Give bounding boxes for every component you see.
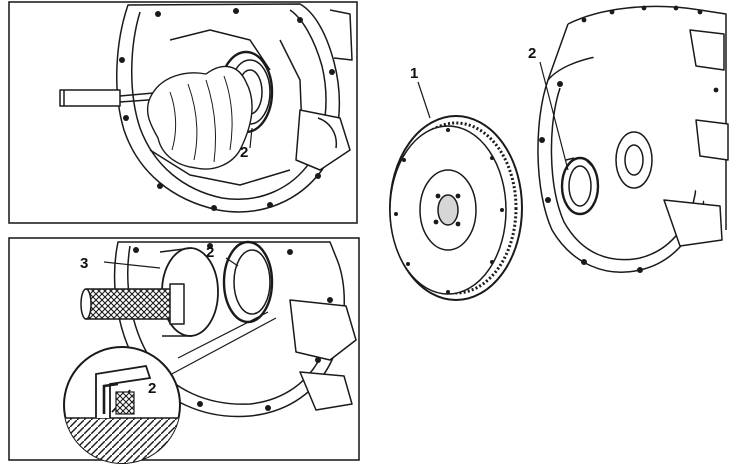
callout-seal-right: 2 — [528, 45, 536, 62]
callout-flywheel: 1 — [410, 65, 418, 82]
housing-bolt-holes-lower — [133, 243, 333, 411]
callout-seal-detail: 2 — [148, 380, 156, 397]
panel-right: 1 2 — [389, 5, 729, 301]
panel-top-left: 2 — [8, 1, 358, 224]
rear-main-seal-new — [560, 156, 600, 216]
callout-installer-tool: 3 — [80, 255, 88, 272]
callout-seal-top-left: 2 — [240, 144, 248, 161]
flywheel — [389, 115, 523, 301]
callout-seal-bottom-left: 2 — [206, 244, 214, 261]
seal-installer-handle — [85, 288, 173, 320]
panel-bottom-left: 3 2 2 — [8, 237, 360, 464]
seal-remover-handle — [59, 89, 121, 107]
